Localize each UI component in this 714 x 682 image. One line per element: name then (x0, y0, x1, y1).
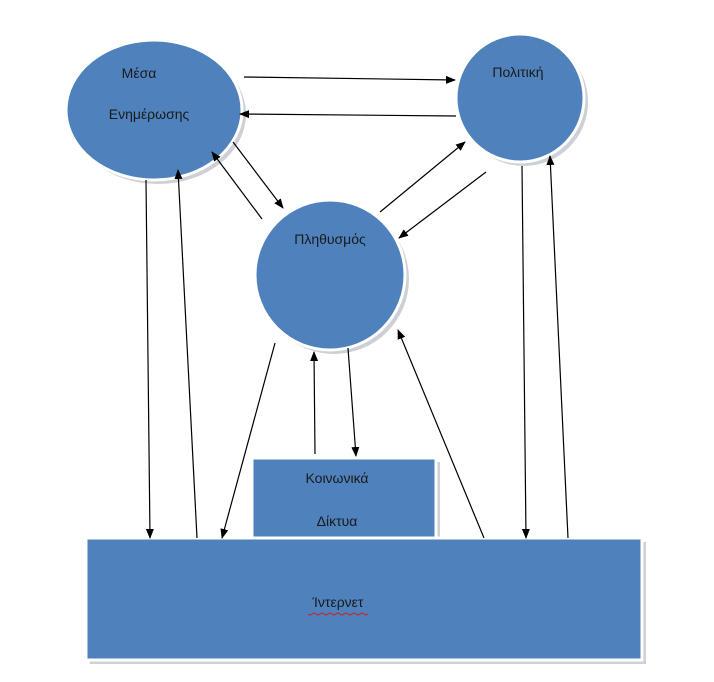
arrow-internet-to-population (397, 329, 485, 539)
arrow-internet-to-media (174, 169, 198, 539)
arrow-politics-to-population (398, 171, 487, 239)
spellcheck-underline (307, 612, 369, 616)
politics-node: Πολιτική (454, 32, 586, 164)
arrow-population-to-media (211, 151, 263, 220)
arrow-social-to-population (310, 351, 319, 455)
population-node: Πληθυσμός (253, 198, 407, 352)
arrow-politics-to-internet (521, 165, 530, 539)
social-networks-label-line1: Κοινωνικά (305, 470, 368, 486)
population-node-shape (253, 198, 407, 352)
social-networks-node: Κοινωνικά Δίκτυα (250, 456, 438, 544)
arrow-media-to-population (232, 141, 284, 209)
arrow-population-to-politics (379, 141, 466, 213)
arrow-internet-to-politics (546, 155, 569, 539)
media-label-line2: Ενημέρωσης (109, 106, 190, 122)
media-node: Μέσα Ενημέρωσης (64, 38, 244, 182)
arrow-politics-to-media (239, 110, 457, 119)
politics-label: Πολιτική (492, 64, 543, 80)
arrow-population-to-internet (220, 342, 276, 539)
internet-node-shape (84, 536, 644, 662)
arrow-media-to-internet (145, 179, 154, 539)
media-label-line1: Μέσα (122, 65, 157, 81)
arrow-media-to-politics (243, 75, 456, 84)
arrow-layer (145, 75, 569, 539)
media-node-shape (64, 38, 244, 182)
arrow-population-to-social (347, 347, 360, 457)
internet-node: Ίντερνετ (84, 536, 644, 662)
social-networks-label-line2: Δίκτυα (317, 513, 358, 529)
population-label: Πληθυσμός (294, 231, 366, 247)
politics-node-shape (454, 32, 586, 164)
internet-label: Ίντερνετ (312, 594, 364, 610)
